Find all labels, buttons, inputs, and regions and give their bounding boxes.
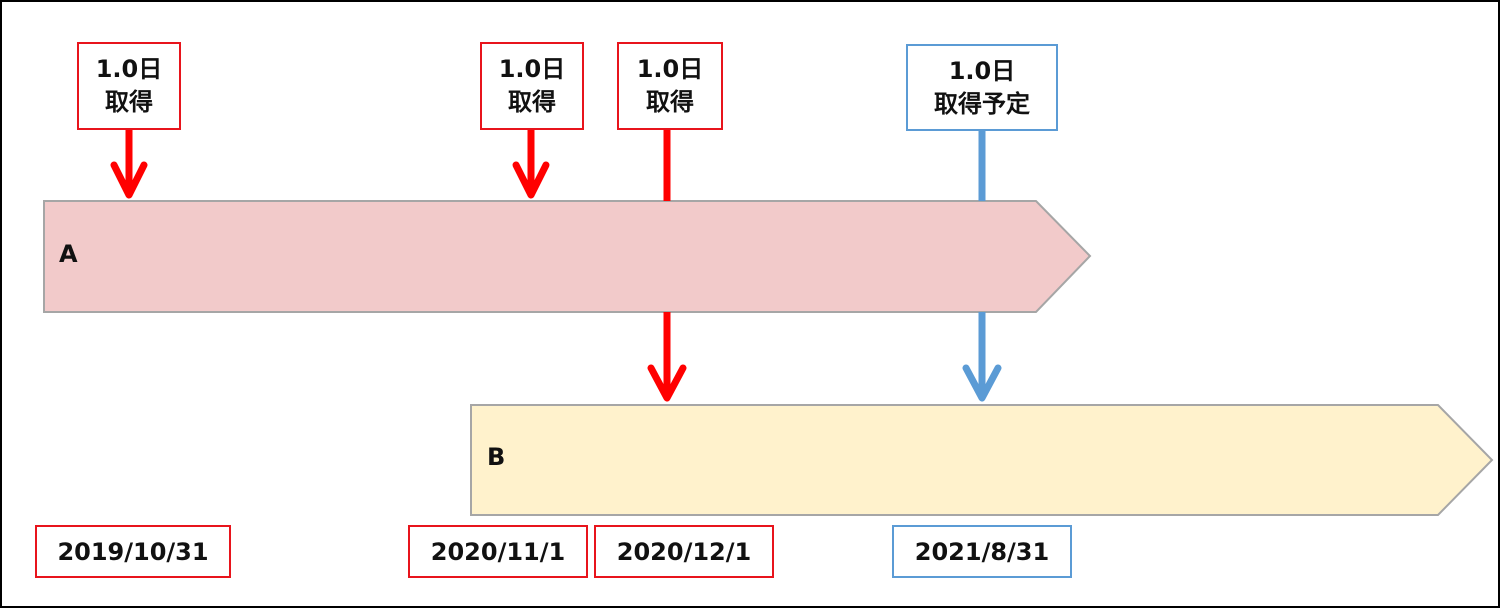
bar-b-label: B — [487, 443, 506, 471]
event-label-1: 1.0日 取得 — [77, 42, 181, 130]
event-label-3-amount: 1.0日 — [636, 55, 704, 83]
bar-b-arrow — [470, 404, 1494, 516]
event-label-3-status: 取得 — [646, 88, 694, 116]
arrow-event-3 — [647, 130, 687, 402]
event-label-1-status: 取得 — [105, 88, 153, 116]
date-label-1: 2019/10/31 — [35, 525, 231, 578]
event-label-2: 1.0日 取得 — [480, 42, 584, 130]
event-label-2-status: 取得 — [508, 88, 556, 116]
date-label-4: 2021/8/31 — [892, 525, 1072, 578]
arrow-event-4-planned — [962, 130, 1002, 402]
event-label-4-planned: 1.0日 取得予定 — [906, 44, 1058, 131]
bar-a-label: A — [59, 240, 78, 268]
event-label-2-amount: 1.0日 — [498, 55, 566, 83]
event-label-4-status: 取得予定 — [934, 89, 1030, 118]
event-label-3: 1.0日 取得 — [617, 42, 723, 130]
event-label-1-amount: 1.0日 — [95, 55, 163, 83]
arrow-event-2 — [512, 130, 550, 199]
arrow-event-1 — [110, 130, 148, 199]
bar-a-arrow — [43, 200, 1092, 313]
date-label-3: 2020/12/1 — [594, 525, 774, 578]
event-label-4-amount: 1.0日 — [948, 56, 1016, 85]
date-label-2: 2020/11/1 — [408, 525, 588, 578]
